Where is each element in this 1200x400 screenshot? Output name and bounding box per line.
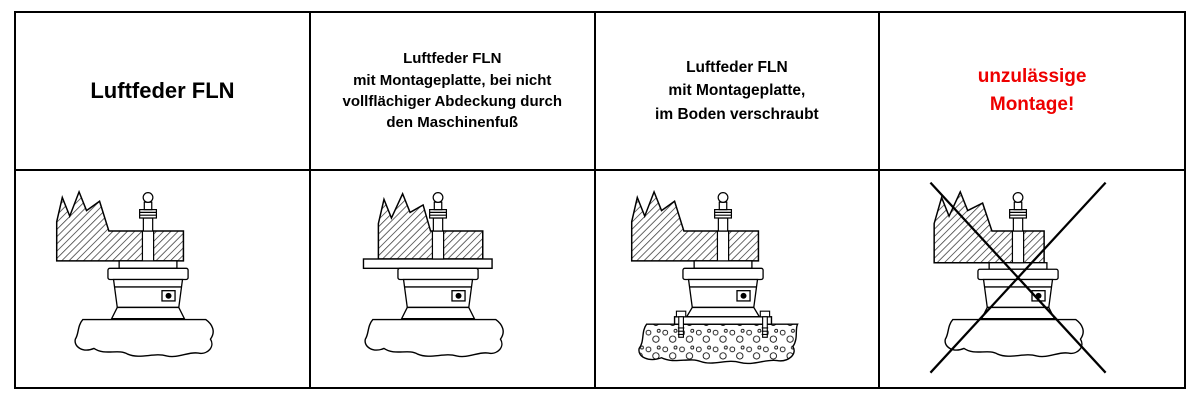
air-spring-plate-screwed-to-floor-drawing — [630, 189, 799, 364]
air-spring — [107, 259, 190, 319]
figure-cell-unzulaessige-montage — [880, 171, 1184, 387]
air-spring-with-machine-foot-drawing — [56, 189, 215, 357]
concrete-floor — [638, 323, 799, 364]
air-spring-invalid-mounting-crossed-out-drawing — [929, 181, 1107, 373]
mounting-bolt — [713, 191, 732, 261]
table-grid: Luftfeder FLN Luftfeder FLN mit Montagep… — [14, 11, 1186, 389]
column-header-unzulaessige-montage: unzulässige Montage! — [880, 13, 1184, 171]
air-spring-with-mounting-plate-drawing — [363, 191, 505, 357]
machine-foot — [630, 189, 760, 262]
header-text: Luftfeder FLN — [90, 78, 235, 103]
mounting-plate — [363, 257, 494, 269]
floor — [944, 318, 1084, 357]
machine-foot — [56, 189, 185, 262]
floor — [74, 318, 215, 357]
air-spring — [977, 261, 1059, 319]
floor — [364, 318, 505, 357]
invalid-cross-mark — [929, 181, 1107, 373]
figure-cell-luftfeder-fln — [16, 171, 311, 387]
mounting-options-table: Luftfeder FLN Luftfeder FLN mit Montagep… — [14, 11, 1186, 389]
header-text: Luftfeder FLN mit Montageplatte, bei nic… — [342, 50, 562, 132]
column-header-montageplatte-boden: Luftfeder FLN mit Montageplatte, im Bode… — [595, 13, 881, 171]
header-text: Luftfeder FLN mit Montageplatte, im Bode… — [655, 59, 819, 123]
figure-cell-montageplatte-boden — [596, 171, 881, 387]
machine-foot — [933, 189, 1045, 263]
header-text-warning: unzulässige Montage! — [977, 65, 1087, 116]
machine-foot — [377, 191, 484, 260]
floor-mounting-plate — [673, 315, 773, 325]
figure-cell-montageplatte-teilabdeckung — [311, 171, 596, 387]
anchor-screw-left — [675, 310, 687, 338]
column-header-montageplatte-teilabdeckung: Luftfeder FLN mit Montageplatte, bei nic… — [310, 13, 596, 171]
mounting-bolt — [1009, 191, 1028, 263]
mounting-bolt — [139, 191, 158, 261]
mounting-bolt — [429, 191, 448, 260]
column-header-luftfeder-fln: Luftfeder FLN — [16, 13, 311, 171]
air-spring — [682, 259, 764, 317]
anchor-screw-right — [759, 310, 771, 338]
air-spring — [397, 267, 479, 319]
